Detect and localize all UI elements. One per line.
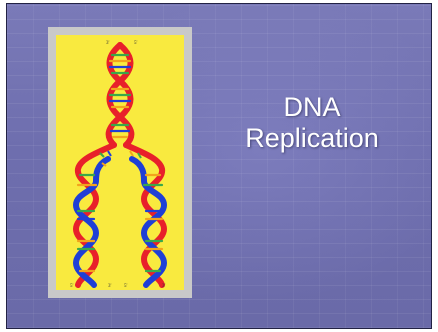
- strand-label-bottom-2: 3': [108, 284, 112, 289]
- strand-label-bottom-4: 3': [162, 284, 166, 289]
- daughter-helix-right: [123, 142, 168, 288]
- parent-helix: [105, 42, 135, 148]
- daughter-helix-left: [72, 142, 117, 288]
- slide-title: DNA Replication: [197, 92, 427, 154]
- strand-label-bottom-3: 5': [124, 284, 128, 289]
- strand-label-bottom-1: 5': [70, 284, 74, 289]
- strand-label-top-left: 3': [106, 41, 110, 46]
- dna-replication-illustration: 3' 5': [56, 35, 184, 290]
- slide-title-line-1: DNA: [283, 92, 341, 122]
- strand-label-top-right: 5': [134, 41, 138, 46]
- dna-picture-frame: 3' 5': [48, 27, 192, 298]
- free-nucleotides: [99, 150, 142, 167]
- slide-title-line-2: Replication: [245, 123, 379, 153]
- slide: 3' 5': [6, 3, 432, 329]
